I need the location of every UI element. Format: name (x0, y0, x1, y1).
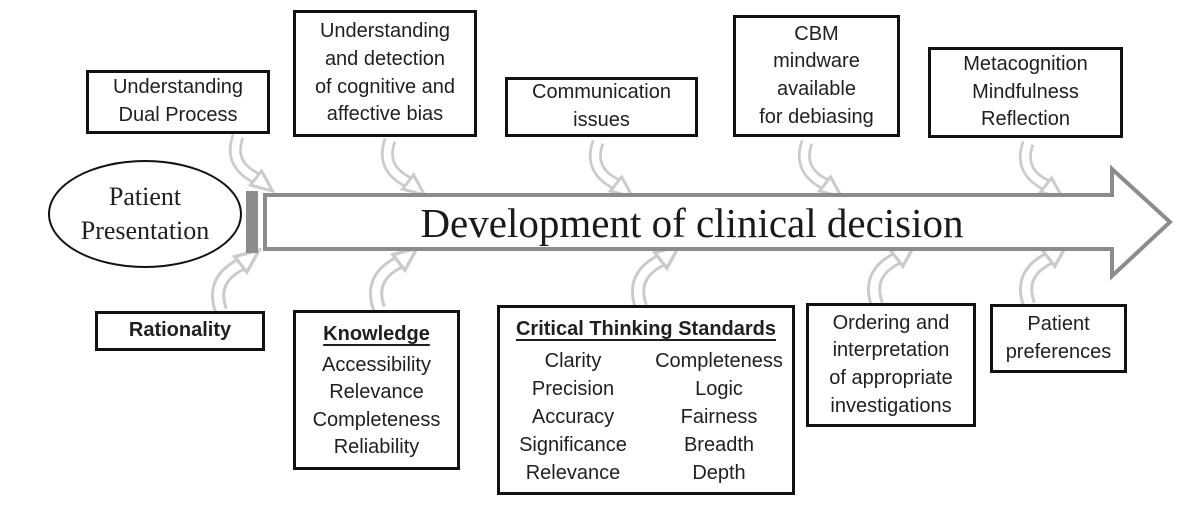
knowledge-items: Accessibility Relevance Completeness Rel… (312, 353, 441, 459)
curved-arrow-icon (387, 140, 430, 202)
box-label: Patient preferences (1005, 312, 1112, 363)
main-arrow-text: Development of clinical decision (420, 200, 964, 246)
critical-thinking-title: Critical Thinking Standards (515, 318, 777, 340)
box-label: Metacognition Mindfulness Reflection (963, 53, 1088, 131)
main-timeline-arrow (246, 164, 1173, 281)
main-arrow-label: Development of clinical decision (272, 196, 1112, 250)
critical-thinking-column-1: Clarity Precision Accuracy Significance … (519, 349, 627, 484)
timeline-start-bar (246, 191, 258, 253)
patient-presentation-ellipse: Patient Presentation (48, 160, 242, 268)
box-metacognition: Metacognition Mindfulness Reflection (928, 47, 1123, 138)
box-label: Ordering and interpretation of appropria… (829, 311, 953, 417)
box-rationality: Rationality (95, 311, 265, 351)
box-understanding-dual-process: Understanding Dual Process (86, 70, 270, 134)
box-critical-thinking-standards: Critical Thinking Standards Clarity Prec… (497, 305, 795, 495)
patient-presentation-label: Patient Presentation (80, 182, 210, 245)
curved-arrow-icon (235, 136, 278, 198)
box-label: CBM mindware available for debiasing (759, 22, 874, 128)
box-cognitive-affective-bias: Understanding and detection of cognitive… (293, 10, 477, 137)
box-cbm-mindware: CBM mindware available for debiasing (733, 15, 900, 137)
box-ordering-investigations: Ordering and interpretation of appropria… (806, 303, 976, 427)
critical-thinking-column-2: Completeness Logic Fairness Breadth Dept… (655, 349, 783, 484)
box-knowledge: Knowledge Accessibility Relevance Comple… (293, 310, 460, 470)
curved-arrow-icon (218, 242, 265, 310)
box-label: Rationality (128, 319, 232, 342)
box-patient-preferences: Patient preferences (990, 304, 1127, 373)
box-label: Understanding Dual Process (112, 76, 244, 126)
box-communication-issues: Communication issues (505, 77, 698, 137)
box-label: Understanding and detection of cognitive… (314, 20, 456, 126)
box-label: Communication issues (532, 81, 671, 131)
knowledge-title: Knowledge (323, 323, 430, 345)
